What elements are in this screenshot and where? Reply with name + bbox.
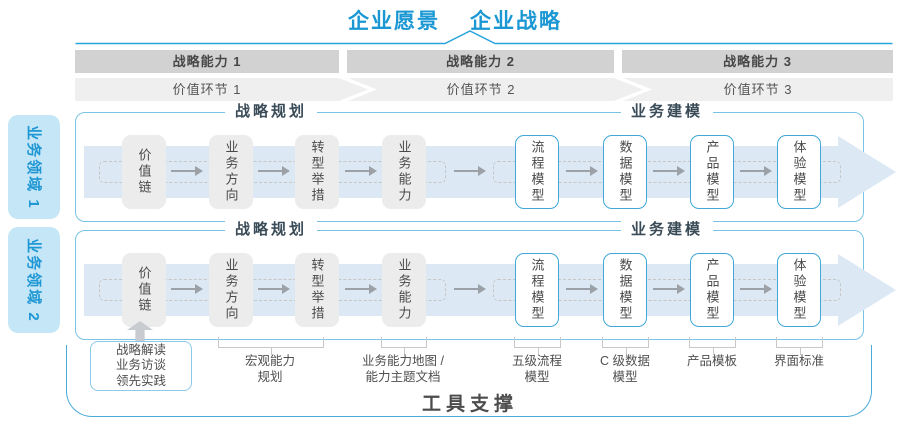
page-title: 企业愿景 企业战略 — [0, 5, 910, 35]
tool-support-container — [66, 345, 872, 417]
flow-arrow-icon — [566, 166, 598, 176]
annotation-macro-capability-planning: 宏观能力 规划 — [244, 354, 296, 384]
box-data-model: 数据模型 — [603, 253, 647, 327]
box-value-chain: 价值链 — [122, 253, 166, 327]
modeling-dashed-track — [493, 161, 841, 183]
value-link-1-label: 价值环节 1 — [172, 82, 242, 97]
capability-band-2-label: 战略能力 2 — [446, 54, 515, 69]
annotation-product-template: 产品模板 — [686, 354, 738, 368]
panel-business-domain-1: 战略规划 业务建模 价值链 业务方向 转型举措 业务能力 流程模型 数据模型 产… — [75, 102, 896, 222]
capability-band-3: 战略能力 3 — [622, 50, 893, 73]
vision-title: 企业愿景 — [348, 10, 440, 33]
brace-connector — [218, 337, 324, 355]
domain-label-2-text: 业务领域 2 — [24, 237, 42, 323]
value-link-2-label: 价值环节 2 — [446, 82, 516, 97]
flow-arrow-icon — [653, 166, 685, 176]
flow-arrow-icon — [258, 284, 290, 294]
box-business-capability: 业务能力 — [382, 253, 426, 327]
capability-band-3-label: 战略能力 3 — [723, 54, 792, 69]
flow-arrow-icon — [454, 166, 486, 176]
business-modeling-header: 业务建模 — [620, 102, 714, 122]
box-process-model: 流程模型 — [515, 253, 559, 327]
brace-connector — [776, 337, 823, 355]
box-product-model: 产品模型 — [690, 135, 734, 209]
box-business-capability: 业务能力 — [382, 135, 426, 209]
box-product-model: 产品模型 — [690, 253, 734, 327]
annotation-ui-standard: 界面标准 — [773, 354, 825, 368]
annotation-capability-map-docs: 业务能力地图 / 能力主题文档 — [362, 354, 444, 384]
brace-connector — [689, 337, 736, 355]
value-link-3-label: 价值环节 3 — [723, 82, 793, 97]
capability-band-2: 战略能力 2 — [347, 50, 614, 73]
tool-support-label: 工具支撑 — [421, 394, 519, 415]
domain-label-1: 业务领域 1 — [8, 115, 60, 219]
strategy-input-box: 战略解读 业务访谈 领先实践 — [90, 341, 192, 391]
flow-arrow-icon — [258, 166, 290, 176]
brace-connector — [514, 337, 561, 355]
brace-connector — [381, 337, 427, 355]
strategy-dashed-track — [99, 161, 446, 183]
strategy-title: 企业战略 — [470, 10, 562, 33]
strategy-planning-header: 战略规划 — [224, 220, 318, 240]
box-transformation-initiatives: 转型举措 — [295, 253, 339, 327]
flow-arrow-icon — [171, 166, 203, 176]
box-business-direction: 业务方向 — [209, 253, 253, 327]
box-process-model: 流程模型 — [515, 135, 559, 209]
brace-connector — [602, 337, 649, 355]
panel-business-domain-2: 战略规划 业务建模 价值链 业务方向 转型举措 业务能力 流程模型 数据模型 产… — [75, 220, 896, 340]
strategy-planning-header: 战略规划 — [224, 102, 318, 122]
title-underline-with-peak — [75, 30, 893, 45]
annotation-five-level-process-model: 五级流程 模型 — [511, 354, 563, 384]
flow-arrow-icon — [454, 284, 486, 294]
box-business-direction: 业务方向 — [209, 135, 253, 209]
capability-band-1-label: 战略能力 1 — [172, 54, 242, 69]
value-link-band — [75, 78, 893, 101]
flow-arrow-icon — [566, 284, 598, 294]
business-modeling-header: 业务建模 — [620, 220, 714, 240]
domain-label-1-text: 业务领域 1 — [24, 124, 42, 210]
box-experience-model: 体验模型 — [777, 253, 821, 327]
flow-arrow-icon — [345, 284, 377, 294]
capability-band-1: 战略能力 1 — [75, 50, 339, 73]
flow-arrow-icon — [653, 284, 685, 294]
annotation-c-level-data-model: C 级数据 模型 — [599, 354, 651, 384]
modeling-dashed-track — [493, 279, 841, 301]
box-transformation-initiatives: 转型举措 — [295, 135, 339, 209]
flow-arrow-icon — [740, 284, 772, 294]
flow-arrow-icon — [345, 166, 377, 176]
flow-arrow-icon — [171, 284, 203, 294]
box-data-model: 数据模型 — [603, 135, 647, 209]
flow-arrow-icon — [740, 166, 772, 176]
domain-label-2: 业务领域 2 — [8, 227, 60, 333]
strategy-dashed-track — [99, 279, 446, 301]
box-value-chain: 价值链 — [122, 135, 166, 209]
box-experience-model: 体验模型 — [777, 135, 821, 209]
